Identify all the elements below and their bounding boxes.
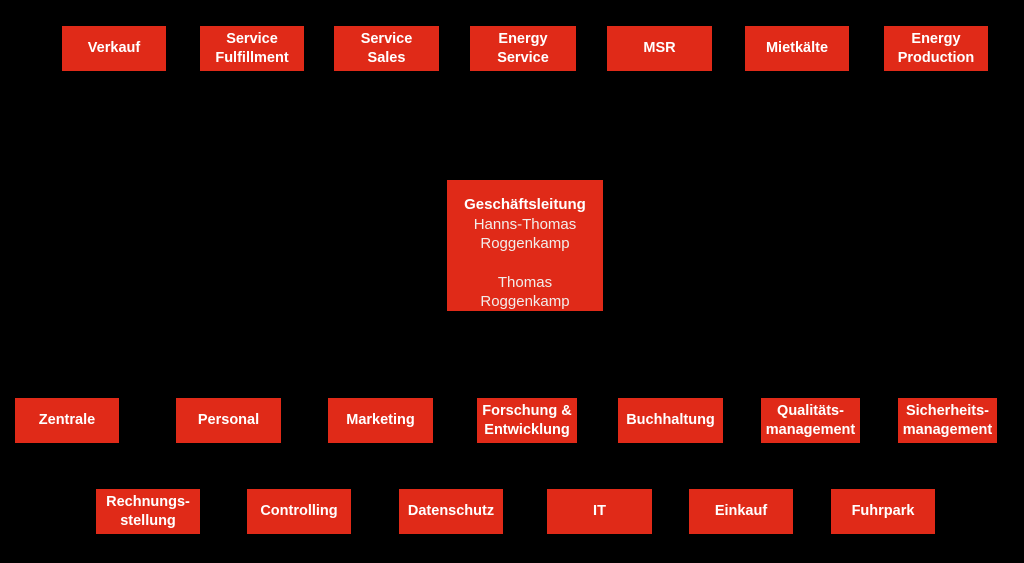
org-box-msr: MSR (607, 26, 712, 71)
org-box-label: Energy Service (497, 30, 549, 66)
org-box-einkauf: Einkauf (689, 489, 793, 534)
org-box-label: Marketing (346, 412, 415, 429)
org-box-qualitaetsmanagement: Qualitäts- management (761, 398, 860, 443)
org-box-mietkaelte: Mietkälte (745, 26, 849, 71)
leadership-box: Geschäftsleitung Hanns-Thomas Roggenkamp… (447, 180, 603, 311)
org-box-label: Buchhaltung (626, 412, 715, 429)
org-box-label: Qualitäts- management (765, 402, 856, 438)
org-box-label: Rechnungs- stellung (106, 493, 190, 529)
leadership-member: Hanns-Thomas Roggenkamp (473, 215, 577, 253)
org-box-label: Zentrale (38, 412, 96, 429)
org-box-personal: Personal (176, 398, 281, 443)
org-box-label: Controlling (260, 503, 338, 520)
org-box-label: IT (593, 503, 606, 520)
leadership-member: Thomas Roggenkamp (480, 273, 570, 311)
org-box-label: Mietkälte (765, 40, 829, 57)
org-box-label: Datenschutz (407, 503, 495, 520)
org-box-label: Energy Production (897, 30, 975, 66)
org-box-verkauf: Verkauf (62, 26, 166, 71)
org-box-it: IT (547, 489, 652, 534)
org-box-label: Service Sales (360, 30, 413, 66)
org-box-forschung-entwicklung: Forschung & Entwicklung (477, 398, 577, 443)
org-box-label: Sicherheits- management (902, 402, 993, 438)
leadership-title: Geschäftsleitung (464, 196, 586, 213)
org-box-buchhaltung: Buchhaltung (618, 398, 723, 443)
org-box-sicherheitsmanagement: Sicherheits- management (898, 398, 997, 443)
org-box-label: MSR (643, 40, 676, 57)
org-box-service-sales: Service Sales (334, 26, 439, 71)
org-box-rechnungsstellung: Rechnungs- stellung (96, 489, 200, 534)
org-box-label: Forschung & Entwicklung (482, 402, 572, 438)
org-box-label: Einkauf (714, 503, 768, 520)
org-box-fuhrpark: Fuhrpark (831, 489, 935, 534)
org-box-label: Personal (197, 412, 260, 429)
org-box-label: Verkauf (87, 40, 141, 57)
org-box-service-fulfillment: Service Fulfillment (200, 26, 304, 71)
org-box-marketing: Marketing (328, 398, 433, 443)
org-box-datenschutz: Datenschutz (399, 489, 503, 534)
org-box-energy-production: Energy Production (884, 26, 988, 71)
org-box-energy-service: Energy Service (470, 26, 576, 71)
org-box-label: Fuhrpark (851, 503, 915, 520)
org-box-zentrale: Zentrale (15, 398, 119, 443)
org-box-controlling: Controlling (247, 489, 351, 534)
org-box-label: Service Fulfillment (215, 30, 289, 66)
